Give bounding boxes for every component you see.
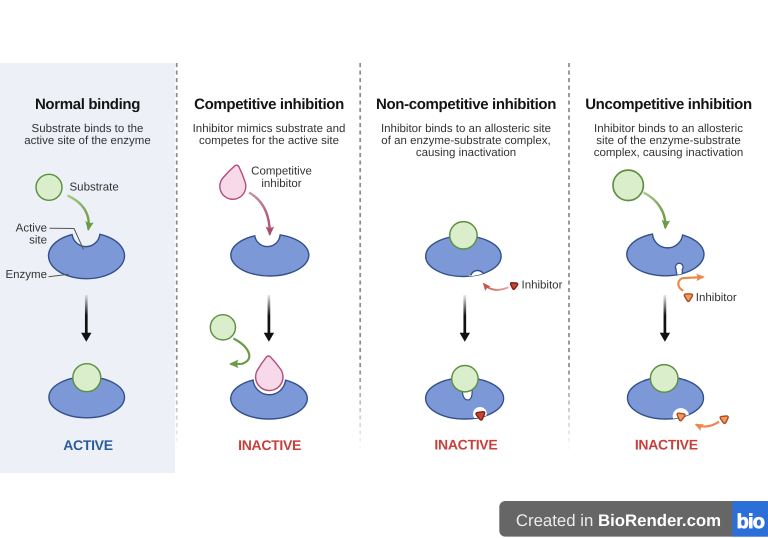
svg-text:complex, causing inactivation: complex, causing inactivation [594, 147, 744, 159]
svg-text:competes for the active site: competes for the active site [199, 135, 339, 147]
svg-text:Substrate: Substrate [70, 182, 119, 194]
svg-text:site of the enzyme-substrate: site of the enzyme-substrate [596, 135, 740, 147]
svg-text:Enzyme: Enzyme [5, 269, 47, 281]
svg-text:INACTIVE: INACTIVE [238, 437, 301, 453]
svg-text:Inhibitor: Inhibitor [696, 292, 737, 304]
svg-text:causing inactivation: causing inactivation [416, 147, 516, 159]
svg-text:INACTIVE: INACTIVE [434, 437, 497, 453]
svg-text:of an enzyme-substrate complex: of an enzyme-substrate complex, [381, 135, 550, 147]
svg-text:site: site [29, 235, 47, 247]
svg-text:ACTIVE: ACTIVE [63, 437, 113, 453]
svg-text:Uncompetitive inhibition: Uncompetitive inhibition [585, 96, 752, 113]
svg-text:bio: bio [737, 511, 765, 533]
svg-text:Inhibitor binds to an alloster: Inhibitor binds to an allosteric site [381, 123, 551, 135]
svg-text:Inhibitor mimics substrate and: Inhibitor mimics substrate and [193, 123, 346, 135]
svg-text:Created in BioRender.com: Created in BioRender.com [516, 511, 721, 530]
svg-text:Inhibitor: Inhibitor [522, 279, 563, 291]
svg-text:Competitive inhibition: Competitive inhibition [194, 96, 344, 113]
svg-text:active site of the enzyme: active site of the enzyme [24, 135, 151, 147]
svg-text:Non-competitive inhibition: Non-competitive inhibition [376, 96, 556, 113]
svg-text:INACTIVE: INACTIVE [635, 436, 698, 452]
svg-text:Inhibitor binds to an alloster: Inhibitor binds to an allosteric [594, 123, 743, 135]
svg-text:Active: Active [16, 222, 47, 234]
svg-text:inhibitor: inhibitor [261, 178, 301, 190]
svg-text:Normal binding: Normal binding [35, 96, 140, 113]
svg-text:Competitive: Competitive [251, 166, 312, 178]
svg-text:Substrate binds to the: Substrate binds to the [32, 123, 144, 135]
